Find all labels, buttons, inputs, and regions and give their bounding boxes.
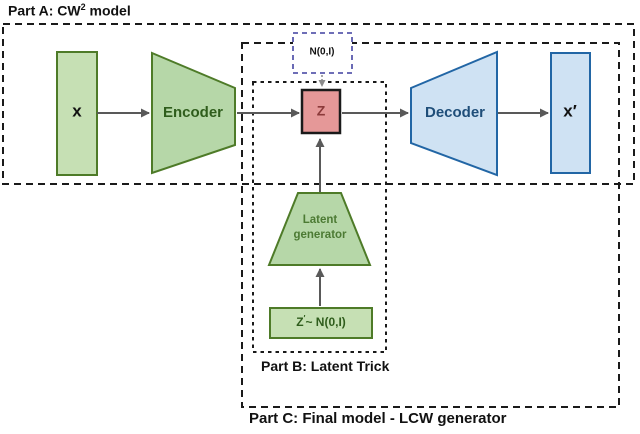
part-b-title: Part B: Latent Trick — [261, 358, 390, 374]
z-sample-label-suffix: ~ N(0,I) — [305, 314, 346, 329]
part-a-title-superscript: 2 — [80, 2, 86, 12]
part-c-boundary — [241, 42, 620, 408]
latent-generator-label-line2: generator — [293, 229, 347, 241]
latent-z-label: Z — [316, 102, 326, 119]
latent-generator-trapezoid — [267, 192, 372, 266]
latent-generator-label: Latent generator — [293, 213, 346, 243]
z-sample-label: Z′~ N(0,I) — [296, 313, 346, 329]
encoder-label: Encoder — [162, 103, 224, 121]
part-a-title: Part A: CW2 model — [8, 2, 131, 19]
part-c-title: Part C: Final model - LCW generator — [249, 410, 507, 427]
latent-generator-label-line1: Latent — [302, 214, 338, 226]
part-b-boundary — [252, 81, 387, 353]
latent-z-box — [300, 88, 342, 135]
input-x-label: x — [72, 101, 82, 121]
part-a-boundary — [2, 23, 635, 185]
z-sample-label-superscript: ′ — [303, 313, 306, 323]
output-x-prime-label: x′ — [563, 101, 577, 121]
noise-box — [292, 32, 353, 74]
output-x-prime-box — [550, 52, 591, 174]
z-sample-box — [269, 307, 373, 339]
part-a-title-prefix: Part A: CW — [8, 2, 81, 19]
noise-label: N(0,I) — [309, 46, 335, 58]
decoder-trapezoid — [410, 50, 498, 177]
encoder-trapezoid — [151, 51, 236, 175]
decoder-label: Decoder — [424, 103, 486, 121]
z-sample-label-prefix: Z — [296, 314, 304, 329]
part-a-title-suffix: model — [85, 2, 131, 19]
